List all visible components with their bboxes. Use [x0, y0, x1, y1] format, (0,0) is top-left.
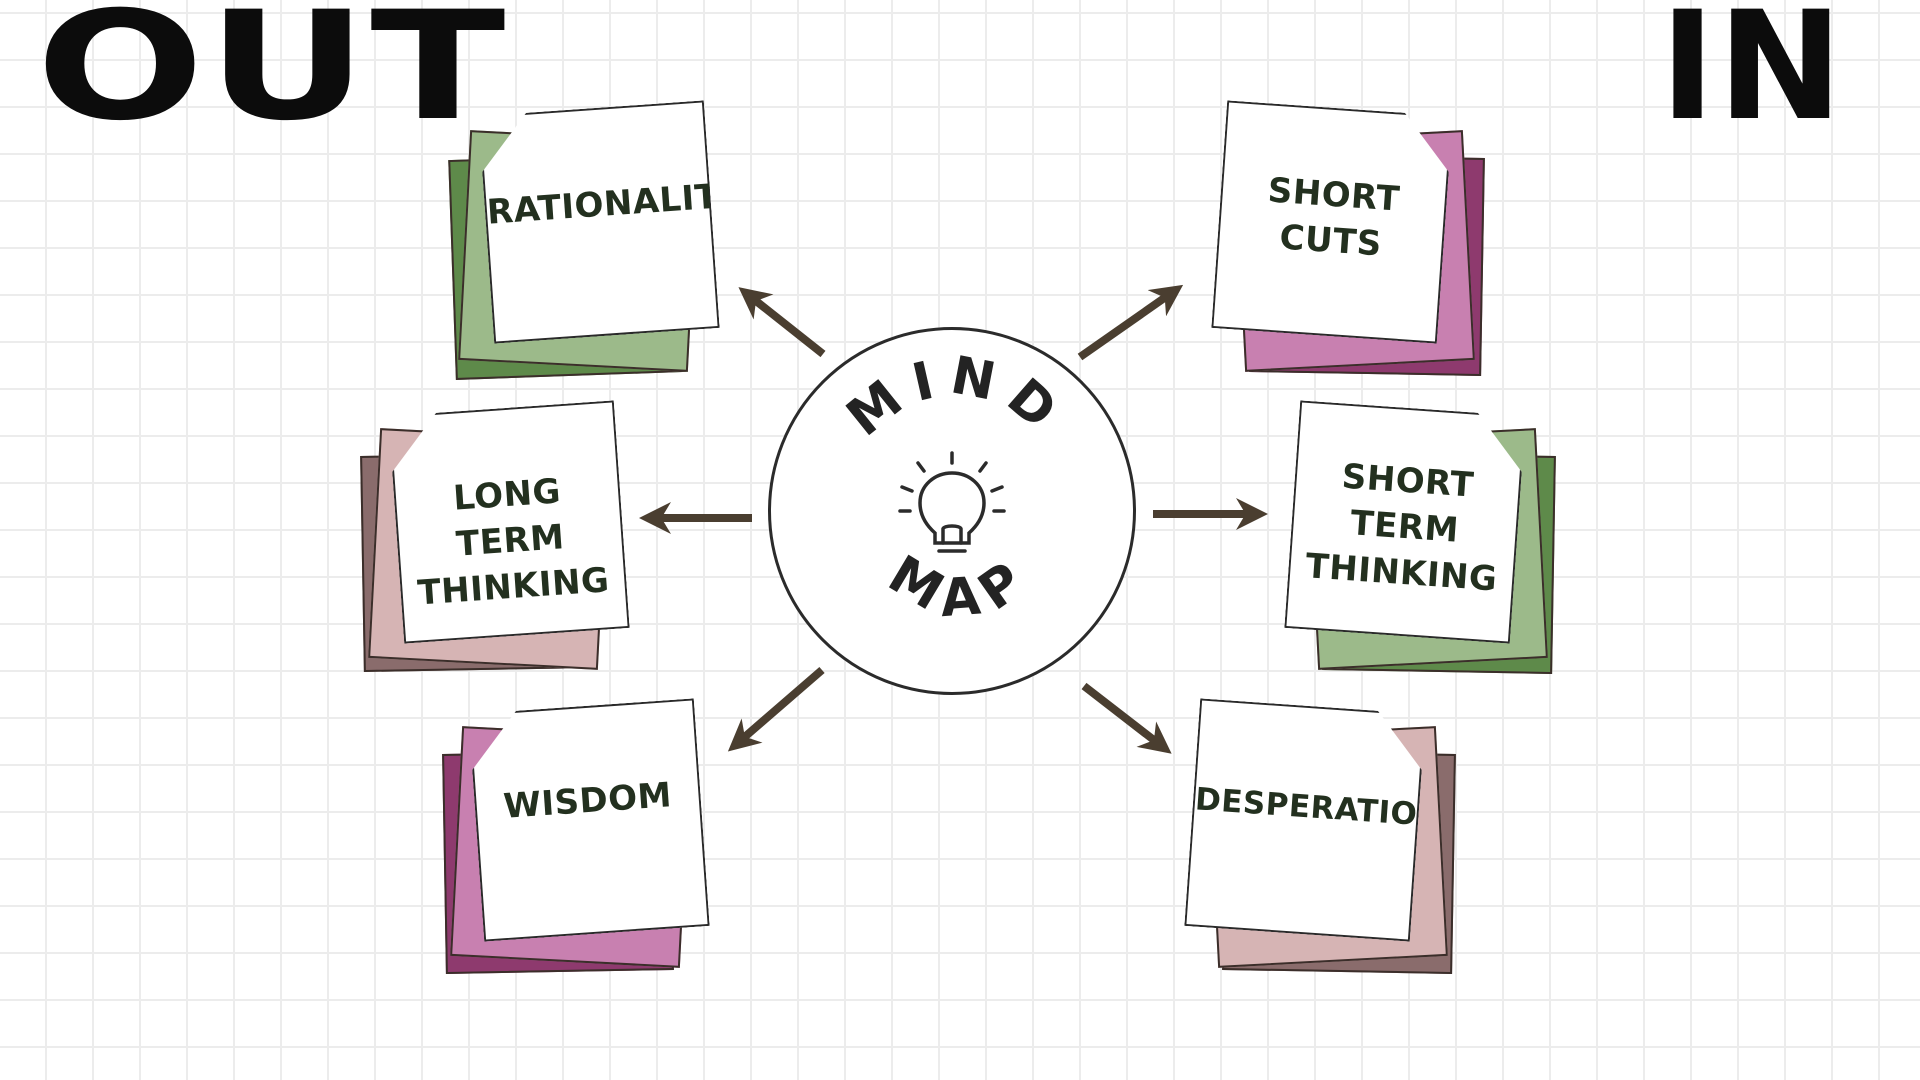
note-label-rationality: RATIONALITY [485, 174, 745, 233]
note-wisdom: WISDOM [440, 698, 720, 978]
center-top-word: MIND [836, 345, 1077, 448]
note-long-term-thinking: LONG TERM THINKING [358, 398, 638, 678]
note-front: LONG TERM THINKING [388, 400, 629, 643]
arrow-desperation [1081, 682, 1172, 754]
note-front: WISDOM [468, 698, 709, 941]
heading-out: OUT [36, 0, 509, 154]
note-label-short-term-thinking: SHORT TERM THINKING [1304, 456, 1499, 600]
note-label-long-term-thinking: LONG TERM THINKING [416, 471, 611, 614]
note-rationality: RATIONALITY [448, 100, 730, 380]
note-desperation: DESPERATION [1178, 698, 1468, 980]
note-label-wisdom: WISDOM [502, 775, 674, 827]
note-front: SHORT TERM THINKING [1284, 400, 1525, 643]
note-front: SHORT CUTS [1211, 100, 1452, 343]
note-front: DESPERATION [1184, 698, 1425, 941]
mind-map-art: MIND MAP [836, 345, 1077, 629]
center-bottom-word: MAP [878, 544, 1043, 629]
mind-map-circle: MIND MAP [768, 327, 1136, 695]
heading-in: IN [1659, 0, 1845, 154]
note-short-term-thinking: SHORT TERM THINKING [1278, 398, 1568, 680]
note-front: RATIONALITY [478, 100, 719, 343]
note-label-desperation: DESPERATION [1193, 781, 1445, 835]
note-label-short-cuts: SHORT CUTS [1266, 170, 1402, 265]
note-short-cuts: SHORT CUTS [1205, 100, 1495, 380]
lightbulb-icon [898, 451, 1006, 553]
